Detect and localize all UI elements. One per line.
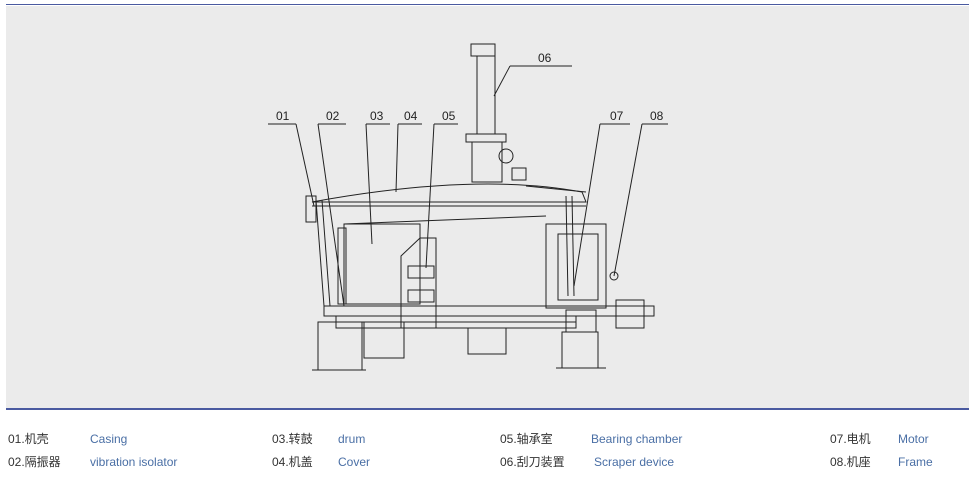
legend-english: Frame bbox=[898, 455, 933, 469]
bearing-circle bbox=[498, 148, 514, 164]
callout-06: 06 bbox=[538, 51, 552, 65]
callout-07: 07 bbox=[610, 109, 624, 123]
cover-dome bbox=[311, 183, 587, 203]
legend-english: Bearing chamber bbox=[591, 432, 683, 446]
callout-02: 02 bbox=[326, 109, 340, 123]
casing-left-wall bbox=[315, 199, 325, 307]
legend-english: Scraper device bbox=[594, 455, 675, 469]
leader-07 bbox=[573, 123, 601, 287]
callout-01: 01 bbox=[276, 109, 290, 123]
parts-legend: 01.机壳 Casing 02.隔振器 vibration isolator 0… bbox=[0, 424, 975, 484]
casing-left-wall-inner bbox=[321, 199, 331, 307]
bearing-detail-2 bbox=[407, 289, 435, 303]
legend-code: 04.机盖 bbox=[272, 455, 313, 469]
frame-bracket bbox=[615, 299, 645, 329]
leader-08 bbox=[613, 123, 643, 277]
top-divider bbox=[6, 4, 969, 5]
legend-code: 05.轴承室 bbox=[500, 432, 553, 446]
pulley bbox=[565, 309, 597, 333]
foot-right bbox=[561, 331, 599, 369]
legend-english: drum bbox=[338, 432, 366, 446]
callout-05: 05 bbox=[442, 109, 456, 123]
callout-08: 08 bbox=[650, 109, 664, 123]
belt-lower bbox=[335, 321, 577, 329]
motor-inner bbox=[557, 233, 599, 301]
scraper-rod-2 bbox=[571, 195, 575, 297]
legend-code: 08.机座 bbox=[830, 455, 871, 469]
diagram-panel: 01 02 03 04 05 06 07 08 bbox=[6, 6, 969, 408]
belt-upper bbox=[335, 315, 577, 323]
scraper-rod bbox=[565, 195, 569, 297]
motor-shaft-column bbox=[476, 55, 496, 135]
callout-04: 04 bbox=[404, 109, 418, 123]
legend-english: vibration isolator bbox=[90, 455, 178, 469]
scraper-arm bbox=[525, 185, 587, 193]
leader-02 bbox=[317, 123, 345, 307]
foot-left-2 bbox=[363, 321, 405, 359]
drum-top-edge bbox=[343, 215, 547, 225]
legend-code: 01.机壳 bbox=[8, 432, 49, 446]
motor-bolt bbox=[609, 271, 619, 281]
legend-english: Cover bbox=[338, 455, 371, 469]
small-fitting bbox=[511, 167, 527, 181]
centrifuge-drawing: 01 02 03 04 05 06 07 08 bbox=[268, 43, 668, 371]
legend-code: 07.电机 bbox=[830, 432, 871, 446]
legend-code: 02.隔振器 bbox=[8, 455, 61, 469]
bearing-detail bbox=[407, 265, 435, 279]
drum-body bbox=[343, 223, 421, 305]
bearing-chamber bbox=[400, 237, 437, 329]
motor-cap bbox=[470, 43, 496, 57]
foot-left bbox=[317, 321, 363, 371]
motor-housing bbox=[545, 223, 607, 309]
column-flange bbox=[465, 133, 507, 143]
legend-code: 06.刮刀装置 bbox=[500, 455, 565, 469]
legend-english: Motor bbox=[898, 432, 929, 446]
column-housing bbox=[471, 141, 503, 183]
leader-01 bbox=[295, 123, 315, 207]
legend-code: 03.转鼓 bbox=[272, 432, 313, 446]
legend-divider bbox=[6, 408, 969, 410]
callout-03: 03 bbox=[370, 109, 384, 123]
leader-05 bbox=[425, 123, 435, 269]
leader-03 bbox=[365, 123, 373, 245]
leader-04 bbox=[395, 123, 399, 193]
legend-english: Casing bbox=[90, 432, 128, 446]
leader-06 bbox=[493, 65, 511, 97]
casing-hinge bbox=[305, 195, 317, 223]
foot-center bbox=[467, 327, 507, 355]
